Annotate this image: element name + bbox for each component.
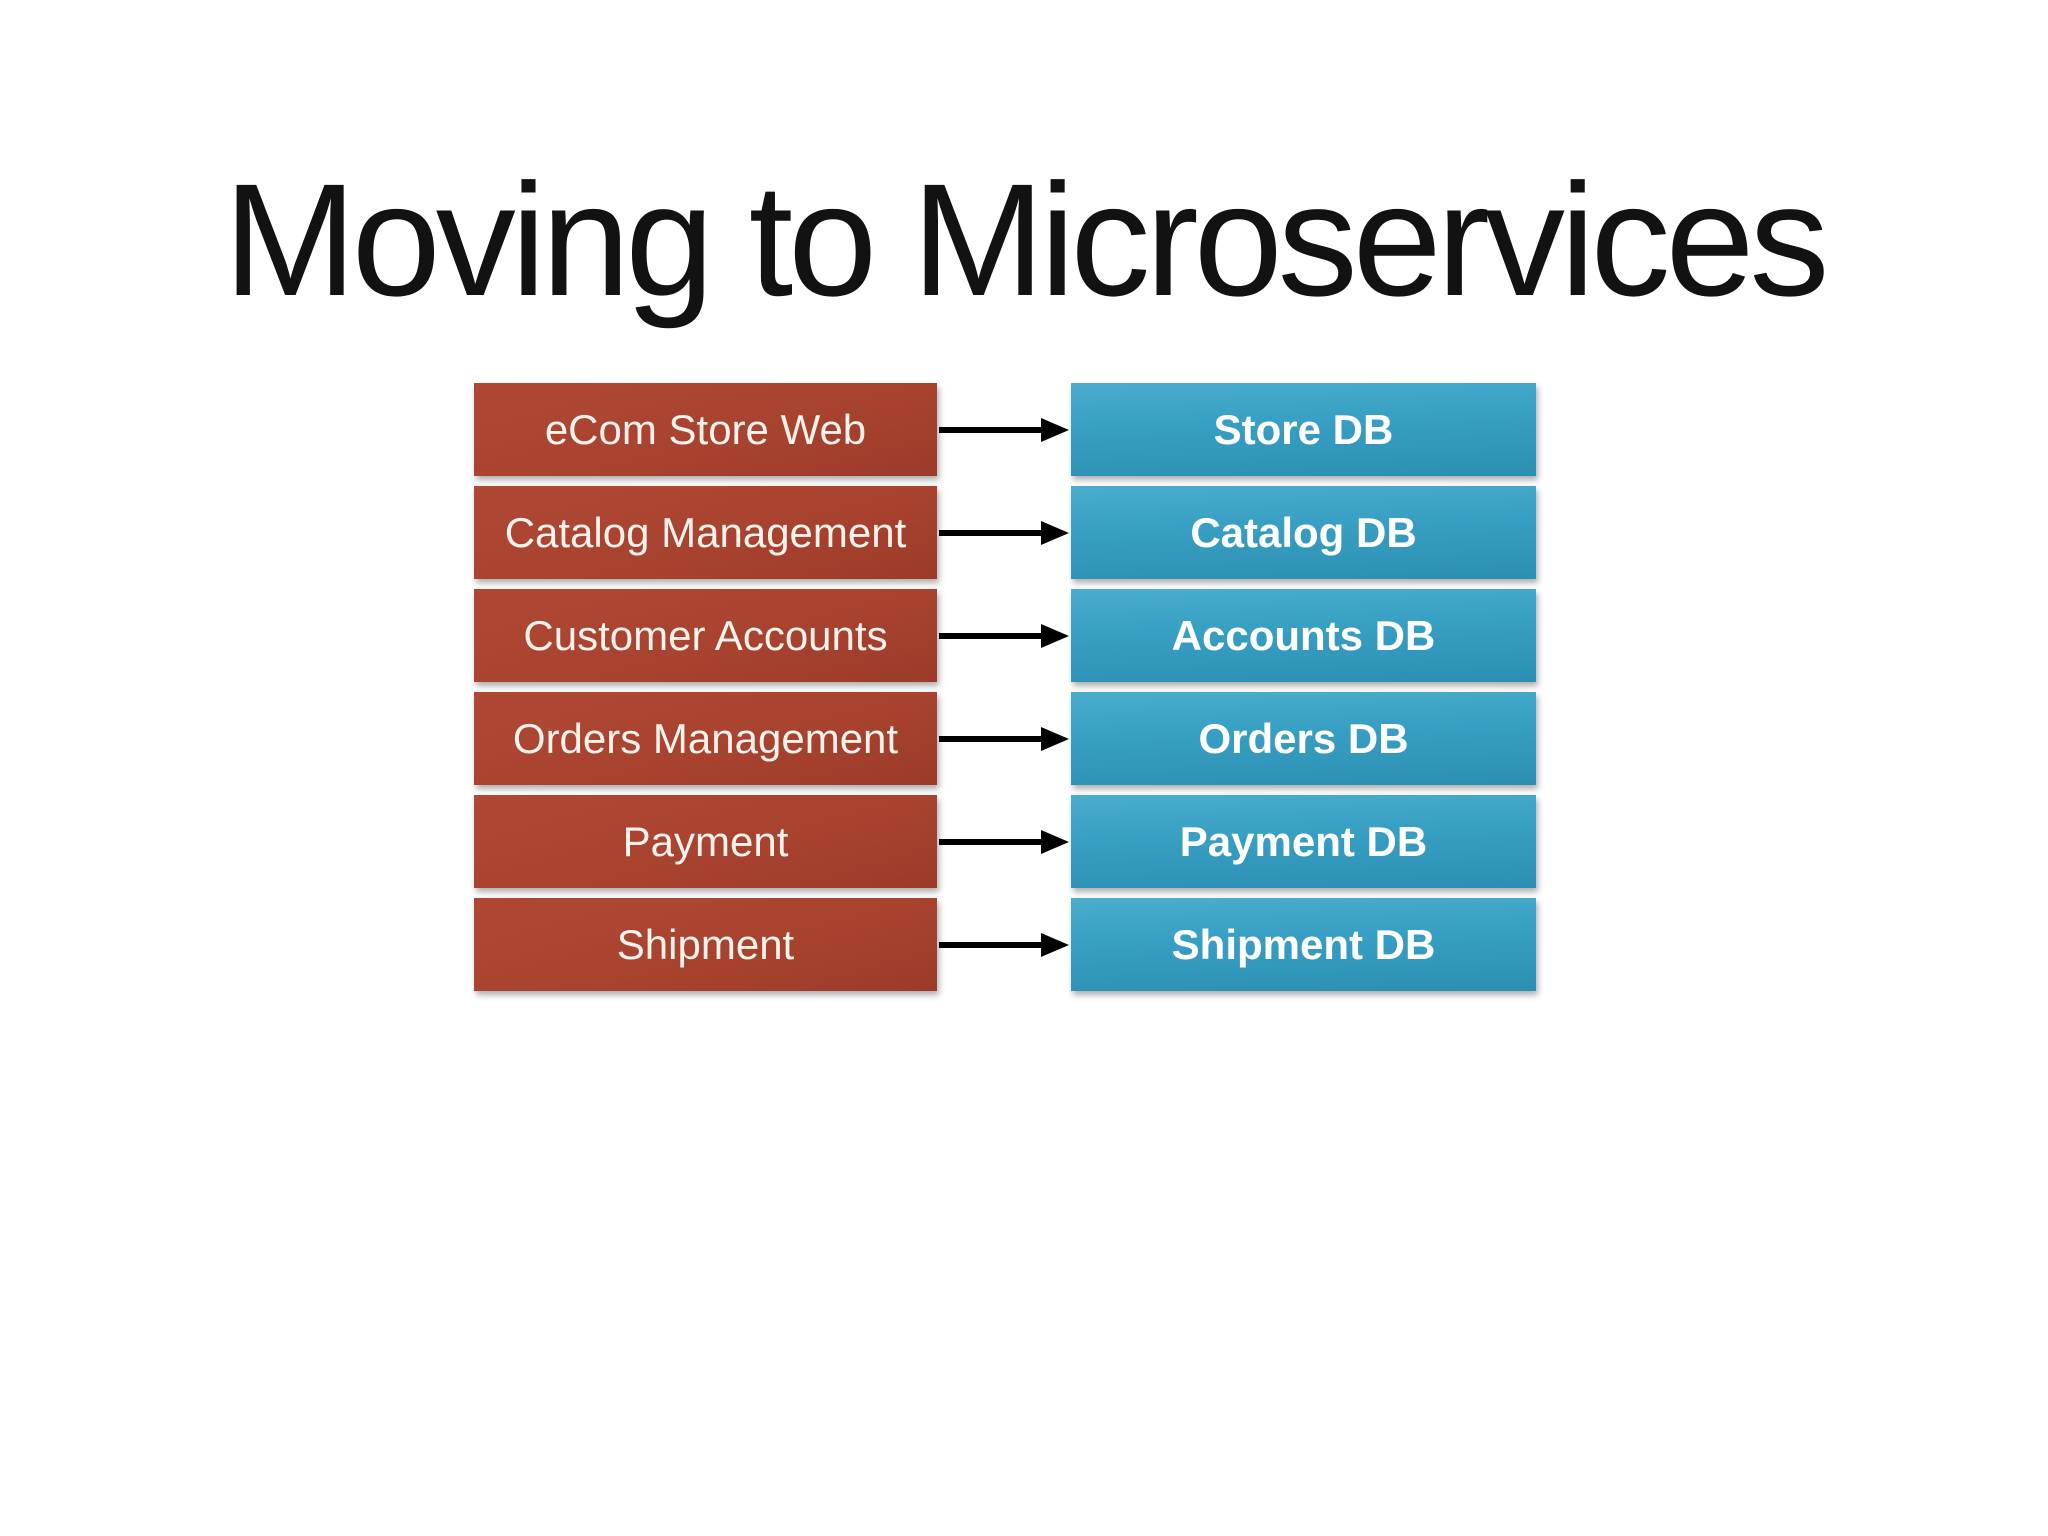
diagram-row: Shipment Shipment DB xyxy=(474,898,1536,991)
db-box: Accounts DB xyxy=(1071,589,1536,682)
service-label: Orders Management xyxy=(512,714,899,762)
diagram-row: Customer Accounts Accounts DB xyxy=(474,589,1536,682)
service-label: eCom Store Web xyxy=(544,405,867,453)
service-box: eCom Store Web xyxy=(474,383,937,476)
service-box: Customer Accounts xyxy=(474,589,937,682)
db-label: Shipment DB xyxy=(1171,920,1436,968)
arrow-icon xyxy=(937,383,1071,476)
arrow-icon xyxy=(937,795,1071,888)
service-box: Orders Management xyxy=(474,692,937,785)
slide-title: Moving to Microservices xyxy=(223,150,1829,329)
diagram-row: Orders Management Orders DB xyxy=(474,692,1536,785)
diagram-row: eCom Store Web Store DB xyxy=(474,383,1536,476)
db-box: Payment DB xyxy=(1071,795,1536,888)
db-box: Catalog DB xyxy=(1071,486,1536,579)
db-box: Orders DB xyxy=(1071,692,1536,785)
diagram-row: Payment Payment DB xyxy=(474,795,1536,888)
db-label: Orders DB xyxy=(1198,714,1409,762)
diagram-row: Catalog Management Catalog DB xyxy=(474,486,1536,579)
db-box: Store DB xyxy=(1071,383,1536,476)
service-box: Payment xyxy=(474,795,937,888)
service-label: Customer Accounts xyxy=(523,611,888,659)
db-label: Store DB xyxy=(1213,405,1394,453)
arrow-icon xyxy=(937,692,1071,785)
service-label: Catalog Management xyxy=(504,508,907,556)
arrow-icon xyxy=(937,898,1071,991)
service-label: Payment xyxy=(622,817,789,865)
db-box: Shipment DB xyxy=(1071,898,1536,991)
service-box: Catalog Management xyxy=(474,486,937,579)
db-label: Catalog DB xyxy=(1190,508,1417,556)
services-to-databases-diagram: eCom Store Web Store DB Catalog Management… xyxy=(474,383,1536,991)
arrow-icon xyxy=(937,589,1071,682)
db-label: Payment DB xyxy=(1179,817,1428,865)
arrow-icon xyxy=(937,486,1071,579)
service-box: Shipment xyxy=(474,898,937,991)
service-label: Shipment xyxy=(616,920,795,968)
db-label: Accounts DB xyxy=(1171,611,1436,659)
